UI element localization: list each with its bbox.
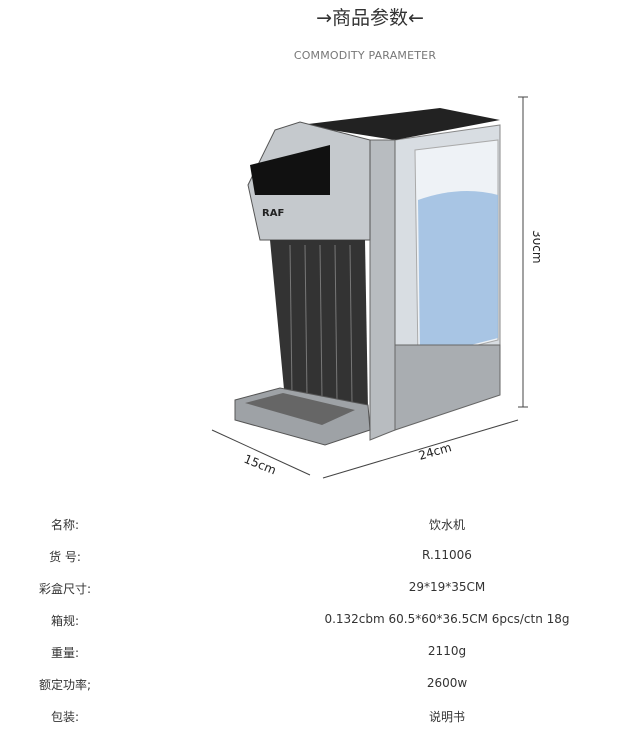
param-label: 包装:: [50, 710, 80, 724]
brand-logo: RAF: [262, 208, 284, 219]
param-value: 饮水机: [428, 518, 465, 532]
param-label: 名称:: [50, 518, 80, 532]
param-value: 2600w: [426, 676, 468, 690]
height-dimension: 30cm: [530, 230, 540, 264]
width-dimension: 24cm: [417, 440, 453, 463]
param-value: 2110g: [427, 644, 467, 658]
param-row: 名称: 饮水机: [0, 516, 623, 536]
param-value: 说明书: [428, 710, 465, 724]
param-value: 0.132cbm 60.5*60*36.5CM 6pcs/ctn 18g: [324, 612, 570, 626]
param-row: 彩盒尺寸: 29*19*35CM: [0, 580, 623, 600]
param-row: 货 号: R.11006: [0, 548, 623, 568]
param-row: 重量: 2110g: [0, 644, 623, 664]
param-value: R.11006: [422, 548, 472, 562]
product-image: RAF 30cm 24cm 15cm: [211, 96, 540, 479]
depth-dimension: 15cm: [242, 452, 278, 478]
param-label: 额定功率;: [38, 678, 92, 692]
param-label: 货 号:: [49, 550, 81, 564]
param-row: 包装: 说明书: [0, 708, 623, 728]
section-title: →商品参数←: [316, 7, 424, 29]
section-subtitle: COMMODITY PARAMETER: [293, 49, 437, 62]
param-label: 重量:: [50, 646, 80, 660]
param-label: 箱规:: [50, 614, 80, 628]
param-label: 彩盒尺寸:: [38, 582, 92, 596]
param-row: 箱规: 0.132cbm 60.5*60*36.5CM 6pcs/ctn 18g: [0, 612, 623, 632]
param-row: 额定功率; 2600w: [0, 676, 623, 696]
param-value: 29*19*35CM: [408, 580, 486, 594]
